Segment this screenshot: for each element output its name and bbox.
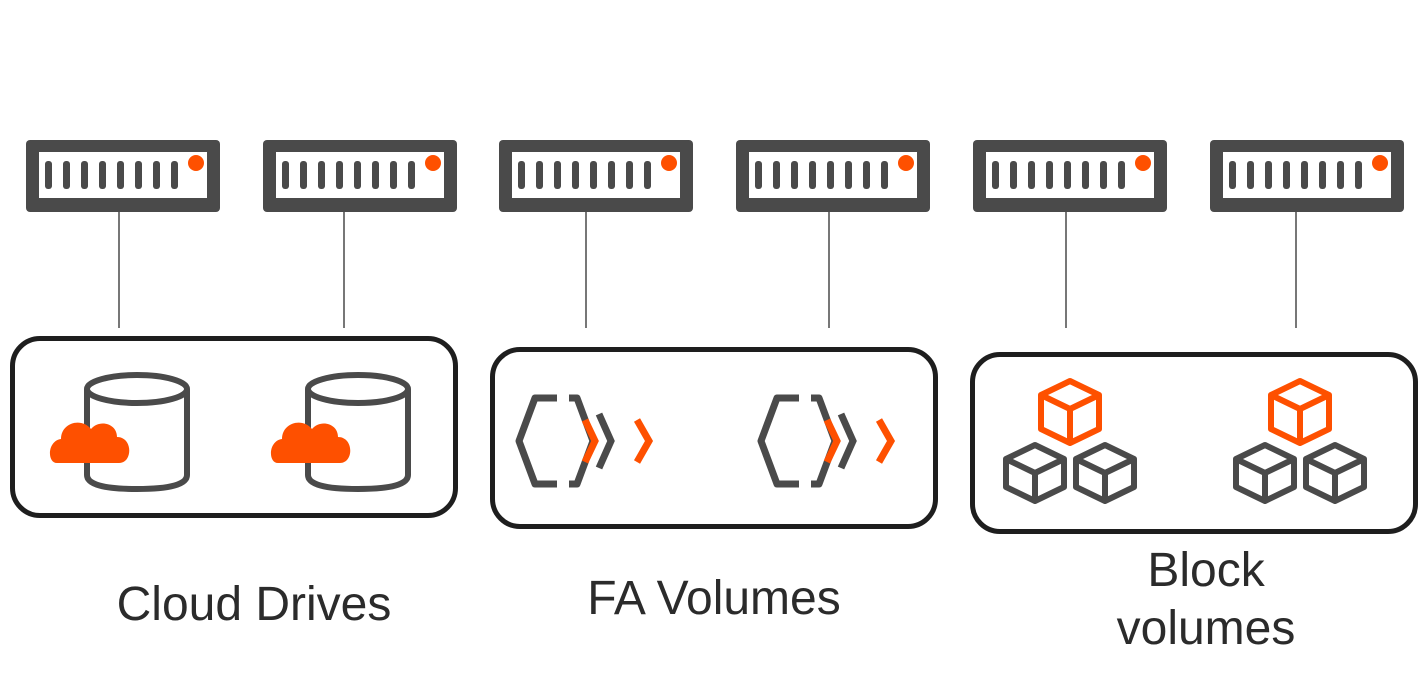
block-volume-icon [1230,375,1370,510]
cloud-drives-label: Cloud Drives [116,578,392,631]
block-volumes-label-line1: Block [1147,544,1265,597]
server-icon [263,140,457,212]
connector-line [118,200,120,328]
cloud-drive-icon [270,369,415,494]
cloud-drive-icon [49,369,194,494]
server-icon [499,140,693,212]
server-icon [973,140,1167,212]
server-icon [26,140,220,212]
block-volumes-label-line2: volumes [1116,602,1296,655]
cloud-drives-group [10,336,458,518]
server-icon [1210,140,1404,212]
connector-line [828,200,830,328]
fa-volume-icon [515,394,665,489]
connector-line [343,200,345,328]
fa-volume-icon [757,394,907,489]
connector-line [1295,200,1297,328]
fa-volumes-group [490,347,938,529]
block-volumes-group [970,352,1418,534]
connector-line [1065,200,1067,328]
server-icon [736,140,930,212]
fa-volumes-label: FA Volumes [587,572,841,625]
connector-line [585,200,587,328]
block-volume-icon [1000,375,1140,510]
